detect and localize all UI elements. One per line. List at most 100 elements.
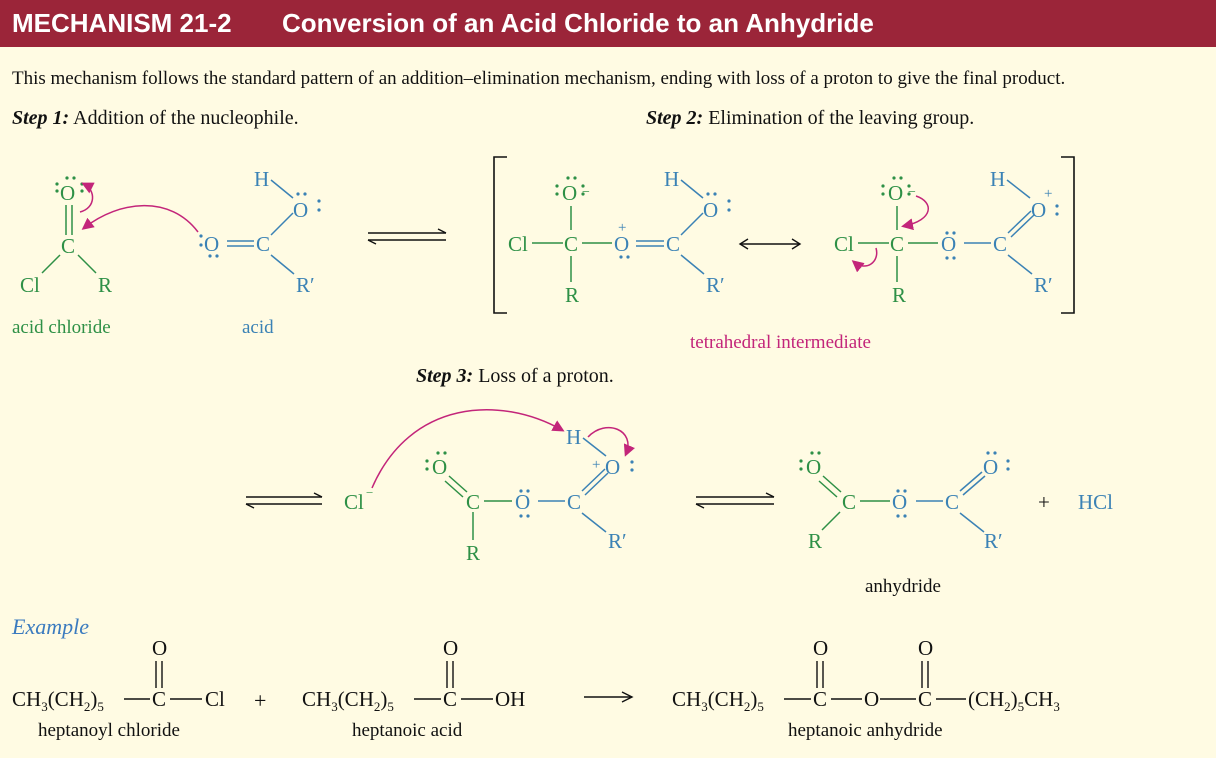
svg-text:C: C — [945, 490, 959, 514]
equilibrium-arrow-1 — [367, 228, 447, 245]
acid-structure: O C H O R′ — [199, 167, 321, 297]
svg-text:O: O — [152, 636, 167, 660]
svg-text:Cl: Cl — [20, 273, 40, 297]
svg-text:O: O — [605, 455, 620, 479]
svg-text:R: R — [892, 283, 906, 307]
equilibrium-arrow-2 — [245, 492, 323, 509]
step-2: Step 2: Elimination of the leaving group… — [646, 107, 974, 130]
svg-text:+: + — [1044, 186, 1052, 202]
step-3: Step 3: Loss of a proton. — [416, 365, 614, 388]
heptanoic-acid-formula: CH3(CH2)5 C O OH — [302, 636, 525, 714]
svg-text:C: C — [61, 234, 75, 258]
svg-text:O: O — [892, 490, 907, 514]
svg-text:C: C — [564, 232, 578, 256]
step-3-label: Step 3: — [416, 365, 474, 387]
svg-text:+: + — [1038, 490, 1050, 514]
svg-text:+: + — [592, 457, 600, 473]
svg-text:C: C — [567, 490, 581, 514]
example-plus-sign: + — [254, 688, 267, 713]
svg-text:O: O — [806, 455, 821, 479]
anhydride-structure: O C R O C O R′ — [799, 451, 1010, 553]
svg-text:OH: OH — [495, 687, 525, 711]
svg-text:C: C — [842, 490, 856, 514]
svg-text:O: O — [562, 181, 577, 205]
svg-text:O: O — [813, 636, 828, 660]
tetrahedral-form-1: Cl C O − R O + C H O R′ — [508, 167, 731, 307]
svg-text:R′: R′ — [608, 529, 627, 553]
svg-text:O: O — [443, 636, 458, 660]
svg-text:O: O — [1031, 198, 1046, 222]
svg-text:+: + — [618, 220, 626, 236]
example-label: Example — [12, 614, 89, 639]
svg-text:R′: R′ — [706, 273, 725, 297]
caption-acid-chloride: acid chloride — [12, 317, 111, 338]
svg-text:−: − — [366, 485, 373, 500]
step-1-label: Step 1: — [12, 107, 70, 129]
svg-text:O: O — [888, 181, 903, 205]
svg-text:−: − — [908, 185, 916, 200]
mechanism-header: MECHANISM 21-2 Conversion of an Acid Chl… — [0, 0, 1216, 47]
svg-text:C: C — [256, 232, 270, 256]
intermediate-brackets — [493, 156, 1075, 314]
svg-text:C: C — [152, 687, 166, 711]
svg-text:R′: R′ — [1034, 273, 1053, 297]
svg-text:O: O — [60, 181, 75, 205]
svg-text:R: R — [98, 273, 112, 297]
svg-text:R′: R′ — [296, 273, 315, 297]
acid-chloride-structure: O C Cl R — [20, 176, 112, 297]
svg-text:O: O — [515, 490, 530, 514]
chloride-ion: Cl − — [344, 485, 373, 514]
step3-curved-arrows — [371, 409, 635, 489]
resonance-arrow — [738, 238, 802, 250]
svg-text:HCl: HCl — [1078, 490, 1113, 514]
svg-text:O: O — [432, 455, 447, 479]
svg-text:O: O — [293, 198, 308, 222]
intro-text: This mechanism follows the standard patt… — [12, 68, 1066, 89]
svg-text:C: C — [666, 232, 680, 256]
svg-text:Cl: Cl — [344, 490, 364, 514]
svg-text:H: H — [990, 167, 1005, 191]
equilibrium-arrow-3 — [695, 492, 775, 509]
svg-text:C: C — [443, 687, 457, 711]
step-2-text: Elimination of the leaving group. — [708, 107, 975, 129]
svg-text:Cl: Cl — [508, 232, 528, 256]
example-bonds — [124, 661, 966, 703]
step2-curved-arrows — [851, 195, 930, 273]
hcl-byproduct: + HCl — [1038, 490, 1113, 514]
name-heptanoyl-chloride: heptanoyl chloride — [38, 720, 180, 741]
svg-text:(CH2)5CH3: (CH2)5CH3 — [968, 687, 1060, 714]
svg-text:−: − — [582, 185, 590, 200]
step-1: Step 1: Addition of the nucleophile. — [12, 107, 299, 130]
svg-text:C: C — [813, 687, 827, 711]
svg-text:O: O — [864, 687, 879, 711]
svg-text:C: C — [466, 490, 480, 514]
caption-tetrahedral-intermediate: tetrahedral intermediate — [690, 332, 871, 353]
caption-anhydride: anhydride — [865, 576, 941, 597]
protonated-anhydride: O C R O C H O + R′ — [425, 425, 634, 565]
svg-text:R: R — [466, 541, 480, 565]
example-equation: CH3(CH2)5 C O Cl CH3(CH2)5 C O OH CH3(CH… — [12, 636, 1060, 714]
caption-acid: acid — [242, 317, 274, 338]
svg-text:C: C — [993, 232, 1007, 256]
heptanoic-anhydride-formula: CH3(CH2)5 C O O C O (CH2)5CH3 — [672, 636, 1060, 714]
svg-text:Cl: Cl — [205, 687, 225, 711]
step-3-text: Loss of a proton. — [478, 365, 614, 387]
svg-text:O: O — [703, 198, 718, 222]
svg-text:O: O — [983, 455, 998, 479]
name-heptanoic-anhydride: heptanoic anhydride — [788, 720, 943, 741]
svg-text:R′: R′ — [984, 529, 1003, 553]
svg-text:C: C — [918, 687, 932, 711]
svg-text:O: O — [918, 636, 933, 660]
heptanoyl-chloride-formula: CH3(CH2)5 C O Cl — [12, 636, 225, 714]
svg-text:Cl: Cl — [834, 232, 854, 256]
mechanism-code: MECHANISM 21-2 — [12, 8, 232, 38]
step-1-text: Addition of the nucleophile. — [73, 107, 299, 129]
svg-text:CH3(CH2)5: CH3(CH2)5 — [302, 687, 394, 714]
svg-text:CH3(CH2)5: CH3(CH2)5 — [12, 687, 104, 714]
svg-text:H: H — [254, 167, 269, 191]
step-2-label: Step 2: — [646, 107, 704, 129]
mechanism-title: Conversion of an Acid Chloride to an Anh… — [282, 8, 874, 38]
svg-text:O: O — [941, 232, 956, 256]
step1-curved-arrows — [79, 182, 199, 233]
